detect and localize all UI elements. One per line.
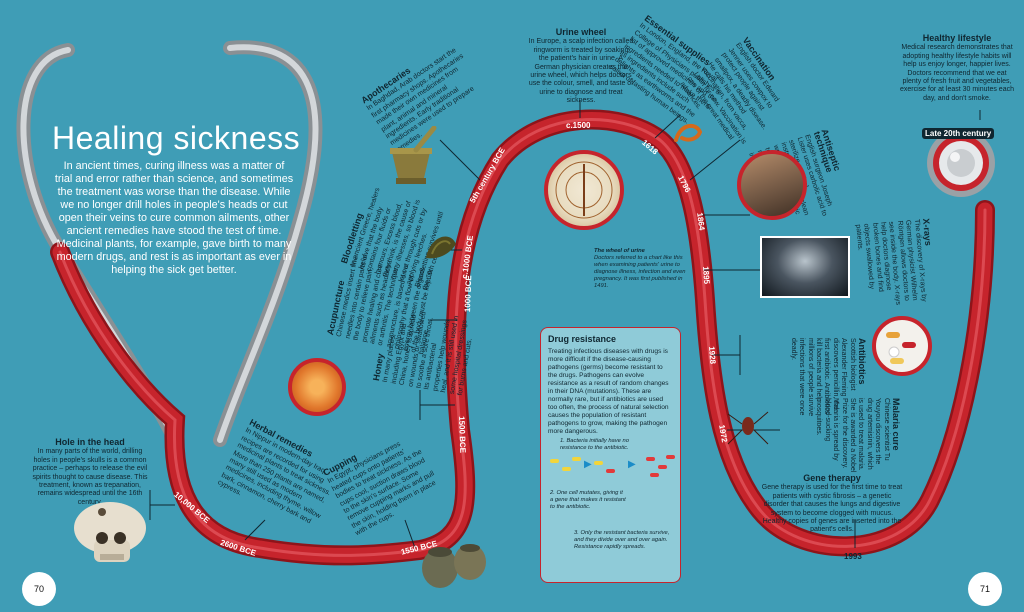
bacterium-icon [572,457,581,461]
step-1-caption: 1. Bacteria initially have no resistance… [560,438,629,451]
topic-text: In many parts of the world, drilling hol… [32,448,148,506]
topic-title: Malaria cure [891,398,901,451]
arrow-right-icon: ▶ [584,459,592,470]
date-label: 1928 [707,346,718,365]
topic-urine-wheel: Urine wheel In Europe, a scalp infection… [528,27,634,106]
topic-text: Gene therapy is used for the first time … [761,484,903,534]
topic-x-rays: X-rays The discovery of X-rays by German… [853,218,938,310]
resistant-bacterium-icon [606,469,615,473]
date-label: c.1500 [566,121,591,130]
caption-title: The wheel of urine [594,248,645,254]
topic-healthy-lifestyle: Healthy lifestyle Medical research demon… [898,33,1016,103]
arrow-right-icon: ▶ [628,459,636,470]
topic-text: Chinese scientist Tu Youyou discovers th… [815,398,890,473]
urine-wheel-icon [555,161,613,219]
skull-icon [74,502,146,562]
topic-gene-therapy: Gene therapy Gene therapy is used for th… [760,473,904,535]
chest-piece-icon [927,129,995,197]
date-label: 1000 BCE [463,275,474,313]
leech-icon [426,236,456,259]
mosquito-icon [727,411,769,445]
date-label: Late 20th century [922,128,995,139]
page-number-left: 70 [22,572,56,606]
intro-text: In ancient times, curing illness was a m… [54,160,294,276]
antiseptic-photo [737,150,807,220]
topic-malaria: Malaria cure Chinese scientist Tu Youyou… [814,398,901,476]
topic-text: The discovery of X-rays by German physic… [854,218,927,306]
date-label: 1500 BCE [457,416,468,454]
page-title: Healing sickness [52,120,301,156]
step-2-caption: 2. One cell mutates, giving it a gene th… [550,490,626,510]
step-3-caption: 3. Only the resistant bacteria survive, … [574,530,670,550]
bacterium-icon [562,467,571,471]
topic-text: In Europe, a scalp infection called ring… [528,38,634,105]
cupping-jars-icon [422,544,486,588]
drug-resistance-panel: Drug resistance Treating infectious dise… [540,327,681,583]
x-ray-image [760,236,850,298]
mortar-pestle-icon [390,126,437,184]
pills-image [872,316,932,376]
bacteria-diagram: ▶ ▶ [550,455,680,479]
topic-hole-in-the-head: Hole in the head In many parts of the wo… [30,437,150,507]
topic-title: Gene therapy [803,473,861,483]
topic-title: Healthy lifestyle [922,33,992,43]
resistant-bacterium-icon [646,457,655,461]
page-number-right: 71 [968,572,1002,606]
resistant-bacterium-icon [650,473,659,477]
resistant-bacterium-icon [658,465,667,469]
bacterium-icon [594,461,603,465]
topic-title: Urine wheel [555,27,607,37]
panel-title: Drug resistance [548,334,617,344]
topic-title: Hole in the head [55,437,125,447]
caption-text: Doctors referred to a chart like this wh… [594,255,686,289]
topic-text: Medical research demonstrates that adopt… [899,44,1014,102]
panel-text: Treating infectious diseases with drugs … [548,348,669,435]
honeycomb-icon [288,358,346,416]
pills-icon [886,332,916,364]
date-label: 1993 [844,552,862,561]
urine-wheel-image [544,150,624,230]
bacterium-icon [550,459,559,463]
earthworm-icon [674,123,703,142]
urine-wheel-caption: The wheel of urine Doctors referred to a… [594,248,686,290]
resistant-bacterium-icon [666,455,675,459]
date-label: 1895 [701,266,712,285]
